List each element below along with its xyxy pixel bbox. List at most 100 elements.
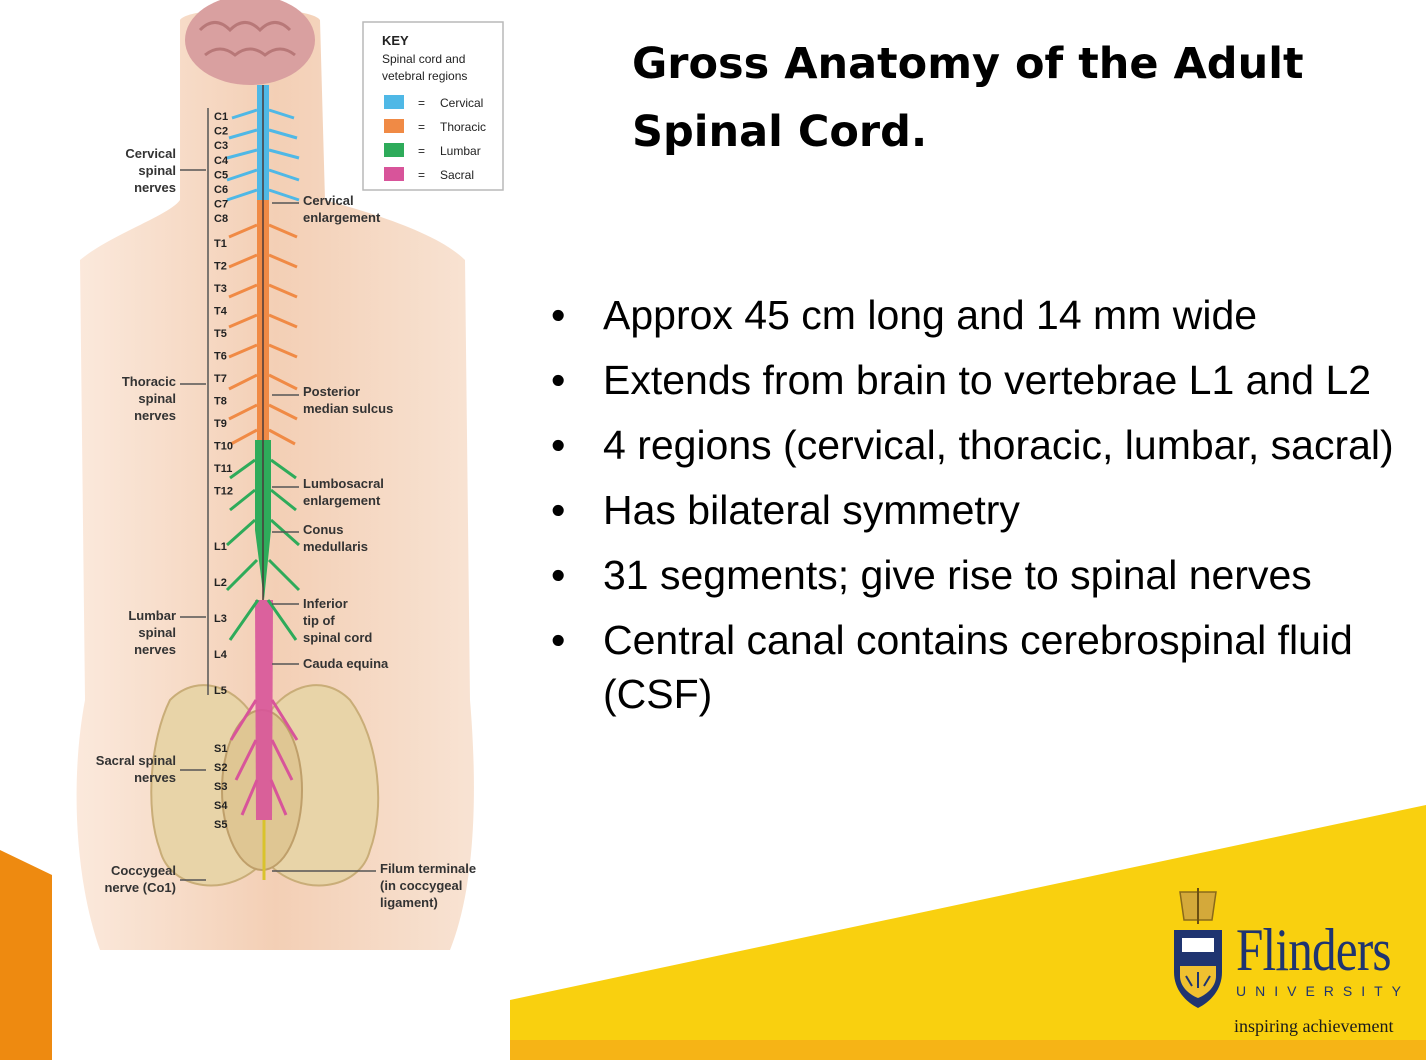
right-label: Cervical xyxy=(303,193,354,208)
bullet-item: • Extends from brain to vertebrae L1 and … xyxy=(545,353,1405,407)
key-swatch xyxy=(384,143,404,157)
bullet-item: • Has bilateral symmetry xyxy=(545,483,1405,537)
left-label: nerves xyxy=(134,408,176,423)
left-label: Cervical xyxy=(125,146,176,161)
key-label: Lumbar xyxy=(440,144,481,158)
vertebra-label: T7 xyxy=(214,373,227,385)
left-label: spinal xyxy=(138,391,176,406)
bullet-text: 4 regions (cervical, thoracic, lumbar, s… xyxy=(603,422,1394,468)
vertebra-label: T9 xyxy=(214,418,227,430)
right-label: Filum terminale xyxy=(380,861,476,876)
vertebra-label: T3 xyxy=(214,283,227,295)
vertebra-label: T11 xyxy=(214,463,232,475)
vertebra-label: L2 xyxy=(214,577,227,589)
bullet-item: • 4 regions (cervical, thoracic, lumbar, … xyxy=(545,418,1405,472)
logo-subtitle: UNIVERSITY xyxy=(1236,983,1411,999)
vertebra-label: T6 xyxy=(214,351,227,363)
bullet-item: • Approx 45 cm long and 14 mm wide xyxy=(545,288,1405,342)
key-equals: = xyxy=(418,168,425,182)
vertebra-label: C5 xyxy=(214,169,228,181)
vertebra-label: L1 xyxy=(214,541,227,553)
bullet-mark: • xyxy=(551,292,566,338)
vertebra-label: T1 xyxy=(214,238,227,250)
vertebra-label: T5 xyxy=(214,328,227,340)
bullet-item: • 31 segments; give rise to spinal nerves xyxy=(545,548,1405,602)
vertebra-label: C6 xyxy=(214,184,228,196)
bullet-mark: • xyxy=(551,422,566,468)
bullet-mark: • xyxy=(551,552,566,598)
vertebra-label: C3 xyxy=(214,140,228,152)
bullet-text: Extends from brain to vertebrae L1 and L… xyxy=(603,357,1372,403)
cauda-equina xyxy=(255,600,273,820)
key-subtitle-2: vetebral regions xyxy=(382,69,467,83)
brain-folds xyxy=(198,21,296,57)
left-label: Coccygeal xyxy=(111,863,176,878)
spinal-cord-illustration: KEY Spinal cord and vetebral regions = Ce… xyxy=(76,0,504,950)
crest-icon xyxy=(1174,888,1222,1008)
key-equals: = xyxy=(418,144,425,158)
bullet-text: Has bilateral symmetry xyxy=(603,487,1020,533)
vertebra-label: T8 xyxy=(214,396,227,408)
right-label: Cauda equina xyxy=(303,656,389,671)
key-equals: = xyxy=(418,120,425,134)
bullet-mark: • xyxy=(551,487,566,533)
orange-accent-corner xyxy=(510,1040,1426,1060)
left-label: nerves xyxy=(134,180,176,195)
vertebra-label: T4 xyxy=(214,306,228,318)
logo-wordmark: Flinders xyxy=(1236,917,1392,983)
vertebra-label: S4 xyxy=(214,800,228,812)
vertebra-label: L5 xyxy=(214,685,227,697)
vertebra-labels: C1C2C3C4C5C6C7C8T1T2T3T4T5T6T7T8T9T10T11… xyxy=(214,111,233,831)
right-label: Lumbosacral xyxy=(303,476,384,491)
left-label: Sacral spinal xyxy=(96,753,176,768)
right-label: spinal cord xyxy=(303,630,372,645)
nerve-branches xyxy=(225,108,301,816)
pelvis-bone xyxy=(150,684,380,887)
key-box xyxy=(362,21,504,191)
right-label: ligament) xyxy=(380,895,438,910)
key-swatch xyxy=(384,95,404,109)
vertebra-label: S2 xyxy=(214,762,227,774)
right-label: (in coccygeal xyxy=(380,878,462,893)
vertebra-label: S1 xyxy=(214,743,227,755)
left-label: spinal xyxy=(138,163,176,178)
left-label: Lumbar xyxy=(128,608,176,623)
left-label: nerve (Co1) xyxy=(104,880,176,895)
flinders-logo: Flinders UNIVERSITY inspiring achievemen… xyxy=(1166,886,1411,1046)
bullet-text: 31 segments; give rise to spinal nerves xyxy=(603,552,1312,598)
bullet-text: Approx 45 cm long and 14 mm wide xyxy=(603,292,1258,338)
right-label: enlargement xyxy=(303,493,381,508)
logo-tagline: inspiring achievement xyxy=(1234,1016,1394,1036)
bullet-text: Central canal contains cerebrospinal flu… xyxy=(603,617,1353,717)
vertebra-label: T12 xyxy=(214,486,233,498)
vertebra-label: C1 xyxy=(214,111,228,123)
vertebra-label: C8 xyxy=(214,213,228,225)
vertebra-label: T2 xyxy=(214,261,227,273)
vertebra-label: S3 xyxy=(214,781,227,793)
left-label: Thoracic xyxy=(122,374,176,389)
key-label: Cervical xyxy=(440,96,483,110)
bullet-mark: • xyxy=(551,617,566,663)
vertebra-label: L3 xyxy=(214,613,227,625)
bullet-list: • Approx 45 cm long and 14 mm wide • Exten… xyxy=(545,288,1405,732)
right-label: tip of xyxy=(303,613,335,628)
key-label: Sacral xyxy=(440,168,474,182)
key-swatch xyxy=(384,167,404,181)
key-title: KEY xyxy=(382,33,409,48)
left-label: spinal xyxy=(138,625,176,640)
key-subtitle-1: Spinal cord and xyxy=(382,52,465,66)
key-items: = Cervical = Thoracic = Lumbar = Sacral xyxy=(384,95,486,182)
left-labels: CervicalspinalnervesThoracicspinalnerves… xyxy=(96,146,206,895)
left-label: nerves xyxy=(134,642,176,657)
bullet-mark: • xyxy=(551,357,566,403)
right-label: Conus xyxy=(303,522,343,537)
right-label: enlargement xyxy=(303,210,381,225)
slide-title: Gross Anatomy of the Adult Spinal Cord. xyxy=(632,39,1304,157)
key-label: Thoracic xyxy=(440,120,486,134)
vertebra-label: T10 xyxy=(214,441,233,453)
key-equals: = xyxy=(418,96,425,110)
vertebra-label: S5 xyxy=(214,819,227,831)
orange-accent-shape xyxy=(0,850,52,1060)
